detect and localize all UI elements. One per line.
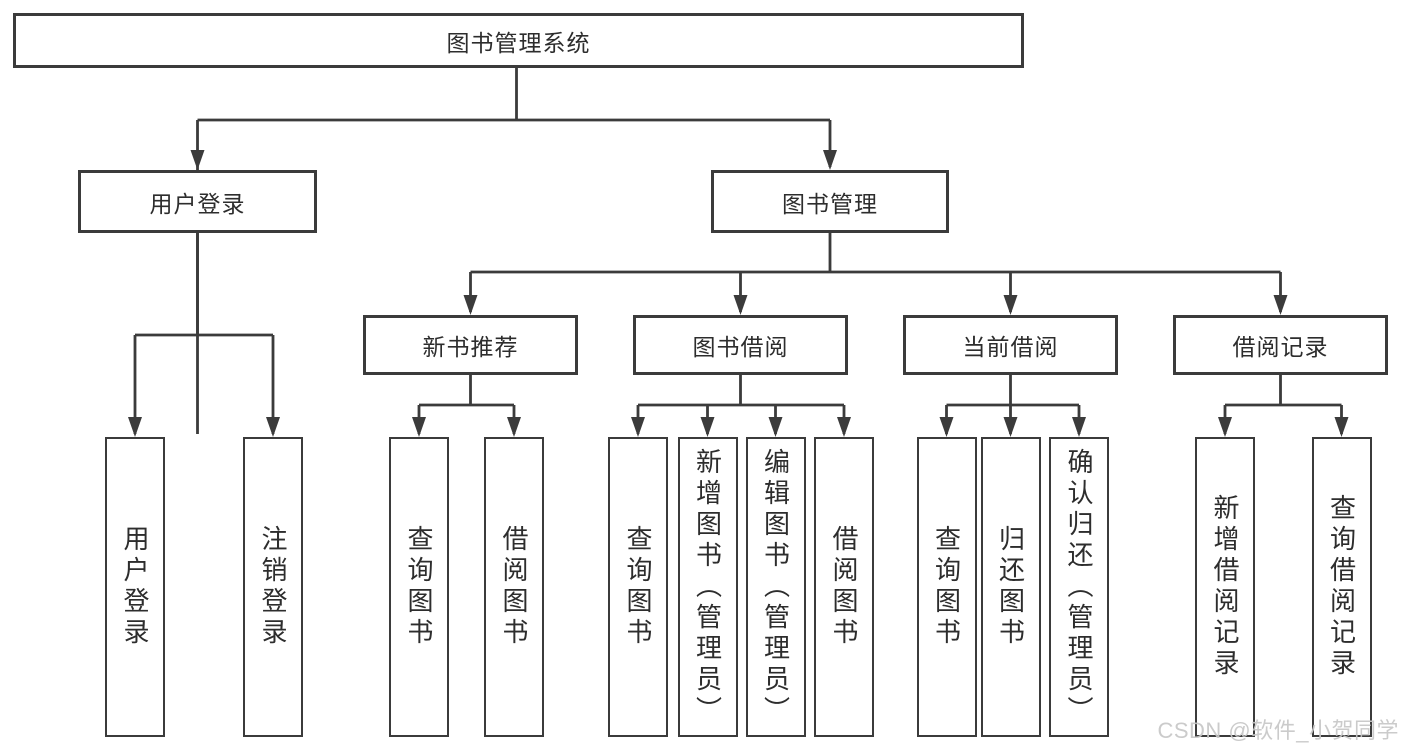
connector-root-to-branches [196,68,832,434]
leaf-confirm-return-admin: 确认归还（管理员） [1049,437,1109,737]
arrowhead-icon [412,417,426,437]
arrowhead-icon [733,295,748,315]
arrowhead-icon [1218,417,1232,437]
arrowhead-icon [823,150,837,170]
connector-new-book-to-leaves [417,375,516,434]
node-new-book-recommend: 新书推荐 [363,315,578,375]
leaf-logout: 注销登录 [243,437,303,737]
node-root-system: 图书管理系统 [13,13,1024,68]
arrowhead-icon [939,417,954,437]
arrowhead-icon [190,150,205,170]
leaf-query-books-borrowing: 查询图书 [608,437,668,737]
leaf-user-login: 用户登录 [105,437,165,737]
arrowhead-icon [507,417,521,437]
connector-current-to-leaves [945,375,1081,434]
connector-borrowing-to-leaves [636,375,846,434]
arrowhead-icon [266,417,280,437]
node-book-borrowing: 图书借阅 [633,315,848,375]
leaf-return-books: 归还图书 [980,437,1041,737]
node-current-borrowing: 当前借阅 [903,315,1118,375]
arrowhead-icon [1273,295,1288,315]
leaf-query-books-recommend: 查询图书 [389,437,449,737]
node-book-management-branch: 图书管理 [711,170,949,233]
node-borrowing-records: 借阅记录 [1173,315,1388,375]
leaf-borrow-books-recommend: 借阅图书 [484,437,544,737]
watermark-text: CSDN @软件_小贺同学 [1157,718,1399,743]
arrowhead-icon [700,417,715,437]
connector-user-login-to-leaves [133,233,275,434]
arrowhead-icon [631,417,645,437]
arrowhead-icon [128,417,142,437]
arrowhead-icon [1334,417,1349,437]
leaf-add-book-admin: 新增图书（管理员） [677,437,738,737]
leaf-borrow-books-borrowing: 借阅图书 [814,437,874,737]
connector-book-mgmt-to-modules [469,233,1282,312]
arrowhead-icon [837,417,851,437]
connector-records-to-leaves [1223,375,1343,434]
arrowhead-icon [1072,417,1086,437]
leaf-add-borrow-record: 新增借阅记录 [1195,437,1255,737]
arrowhead-icon [463,295,478,315]
arrowhead-icon [1003,295,1018,315]
leaf-query-books-current: 查询图书 [916,437,977,737]
arrowhead-icon [1003,417,1018,437]
arrowhead-icon [768,417,783,437]
leaf-query-borrow-record: 查询借阅记录 [1311,437,1372,737]
leaf-edit-book-admin: 编辑图书（管理员） [745,437,806,737]
node-user-login-branch: 用户登录 [78,170,317,233]
